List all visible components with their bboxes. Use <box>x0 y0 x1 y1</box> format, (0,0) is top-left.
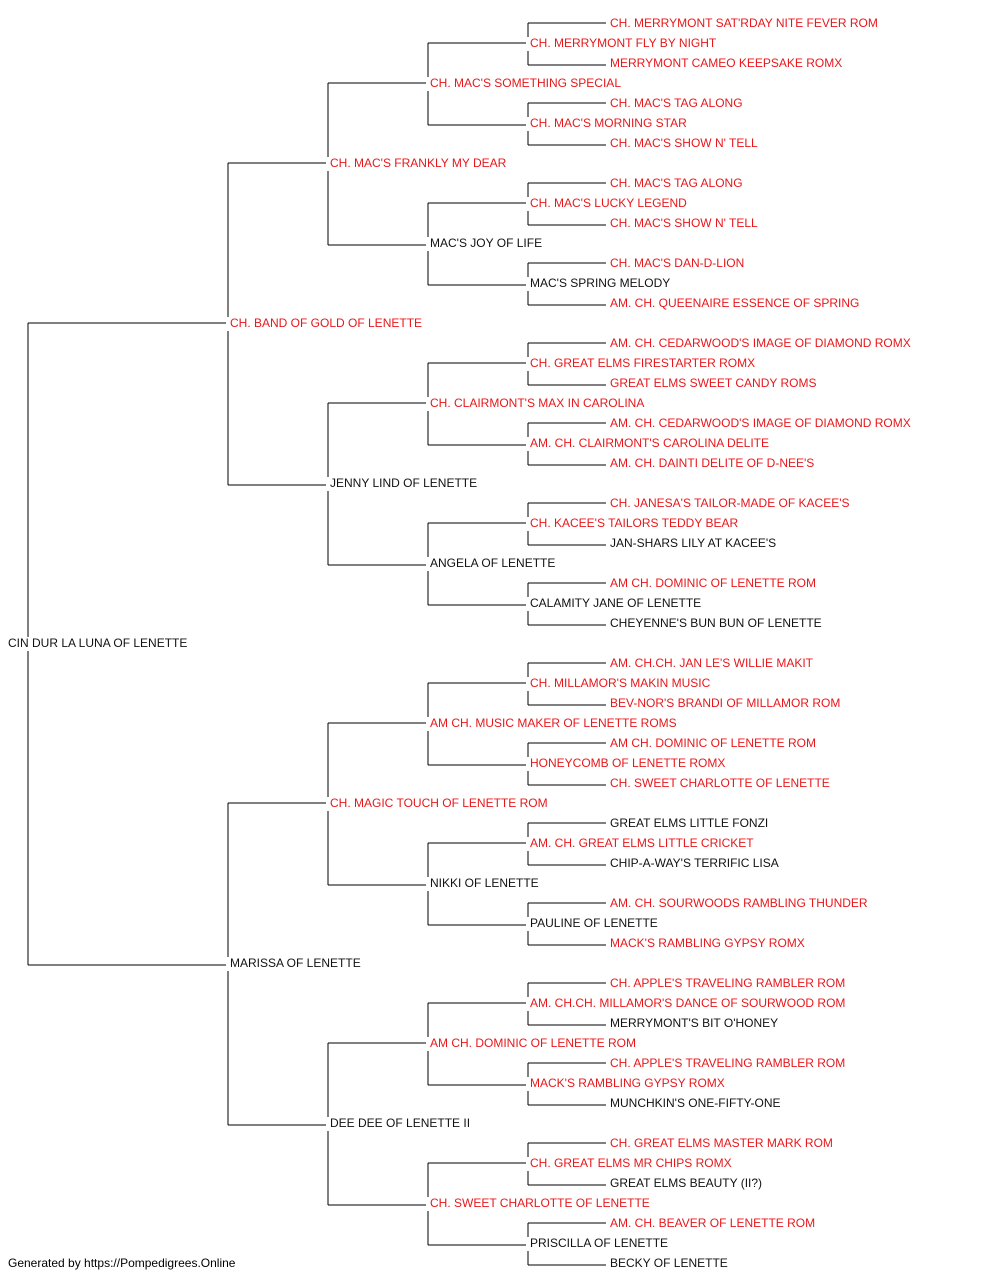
dog-name: JENNY LIND OF LENETTE <box>330 476 477 490</box>
dog-name: NIKKI OF LENETTE <box>430 876 539 890</box>
dog-name: CHEYENNE'S BUN BUN OF LENETTE <box>610 616 822 630</box>
dog-name: JAN-SHARS LILY AT KACEE'S <box>610 536 776 550</box>
dog-name: CH. MAC'S LUCKY LEGEND <box>530 196 687 210</box>
dog-name: DEE DEE OF LENETTE II <box>330 1116 470 1130</box>
dog-name: CH. SWEET CHARLOTTE OF LENETTE <box>610 776 830 790</box>
dog-name: CHIP-A-WAY'S TERRIFIC LISA <box>610 856 779 870</box>
dog-name: CH. MAC'S MORNING STAR <box>530 116 687 130</box>
dog-name: CH. MERRYMONT SAT'RDAY NITE FEVER ROM <box>610 16 878 30</box>
dog-name: AM. CH. GREAT ELMS LITTLE CRICKET <box>530 836 754 850</box>
dog-name: AM CH. MUSIC MAKER OF LENETTE ROMS <box>430 716 677 730</box>
dog-name: MAC'S JOY OF LIFE <box>430 236 542 250</box>
dog-name: HONEYCOMB OF LENETTE ROMX <box>530 756 725 770</box>
dog-name: AM. CH. CLAIRMONT'S CAROLINA DELITE <box>530 436 769 450</box>
dog-name: AM. CH. SOURWOODS RAMBLING THUNDER <box>610 896 868 910</box>
dog-name: MACK'S RAMBLING GYPSY ROMX <box>530 1076 725 1090</box>
dog-name: CH. MAC'S TAG ALONG <box>610 96 743 110</box>
dog-name: AM. CH.CH. MILLAMOR'S DANCE OF SOURWOOD … <box>530 996 845 1010</box>
dog-name: ANGELA OF LENETTE <box>430 556 555 570</box>
dog-name: AM. CH. CEDARWOOD'S IMAGE OF DIAMOND ROM… <box>610 416 911 430</box>
dog-name: AM. CH. CEDARWOOD'S IMAGE OF DIAMOND ROM… <box>610 336 911 350</box>
dog-name: CH. MAC'S FRANKLY MY DEAR <box>330 156 507 170</box>
dog-name: CIN DUR LA LUNA OF LENETTE <box>8 636 187 650</box>
dog-name: CH. MAC'S SHOW N' TELL <box>610 136 758 150</box>
dog-name: AM CH. DOMINIC OF LENETTE ROM <box>610 576 816 590</box>
dog-name: PRISCILLA OF LENETTE <box>530 1236 668 1250</box>
dog-name: CH. MAC'S TAG ALONG <box>610 176 743 190</box>
dog-name: AM. CH. QUEENAIRE ESSENCE OF SPRING <box>610 296 859 310</box>
dog-name: CH. GREAT ELMS MR CHIPS ROMX <box>530 1156 732 1170</box>
dog-name: CH. JANESA'S TAILOR-MADE OF KACEE'S <box>610 496 850 510</box>
dog-name: CH. CLAIRMONT'S MAX IN CAROLINA <box>430 396 644 410</box>
dog-name: CH. APPLE'S TRAVELING RAMBLER ROM <box>610 1056 845 1070</box>
dog-name: CH. SWEET CHARLOTTE OF LENETTE <box>430 1196 650 1210</box>
dog-name: CH. BAND OF GOLD OF LENETTE <box>230 316 422 330</box>
dog-name: CH. MILLAMOR'S MAKIN MUSIC <box>530 676 711 690</box>
dog-name: CH. MAGIC TOUCH OF LENETTE ROM <box>330 796 548 810</box>
dog-name: MARISSA OF LENETTE <box>230 956 361 970</box>
dog-name: MERRYMONT'S BIT O'HONEY <box>610 1016 778 1030</box>
dog-name: MACK'S RAMBLING GYPSY ROMX <box>610 936 805 950</box>
dog-name: PAULINE OF LENETTE <box>530 916 658 930</box>
dog-name: AM CH. DOMINIC OF LENETTE ROM <box>610 736 816 750</box>
dog-name: GREAT ELMS BEAUTY (II?) <box>610 1176 762 1190</box>
dog-name: CH. APPLE'S TRAVELING RAMBLER ROM <box>610 976 845 990</box>
dog-name: BEV-NOR'S BRANDI OF MILLAMOR ROM <box>610 696 840 710</box>
dog-name: CH. GREAT ELMS FIRESTARTER ROMX <box>530 356 755 370</box>
dog-name: AM. CH. BEAVER OF LENETTE ROM <box>610 1216 815 1230</box>
dog-name: CH. MAC'S SHOW N' TELL <box>610 216 758 230</box>
dog-name: MUNCHKIN'S ONE-FIFTY-ONE <box>610 1096 781 1110</box>
dog-name: CALAMITY JANE OF LENETTE <box>530 596 701 610</box>
dog-name: GREAT ELMS LITTLE FONZI <box>610 816 768 830</box>
dog-name: MAC'S SPRING MELODY <box>530 276 670 290</box>
dog-name: AM. CH. DAINTI DELITE OF D-NEE'S <box>610 456 814 470</box>
dog-name: MERRYMONT CAMEO KEEPSAKE ROMX <box>610 56 842 70</box>
dog-name: AM CH. DOMINIC OF LENETTE ROM <box>430 1036 636 1050</box>
dog-name: CH. KACEE'S TAILORS TEDDY BEAR <box>530 516 738 530</box>
dog-name: CH. MAC'S SOMETHING SPECIAL <box>430 76 621 90</box>
dog-name: CH. MAC'S DAN-D-LION <box>610 256 744 270</box>
dog-name: BECKY OF LENETTE <box>610 1256 728 1270</box>
dog-name: CH. MERRYMONT FLY BY NIGHT <box>530 36 717 50</box>
dog-name: AM. CH.CH. JAN LE'S WILLIE MAKIT <box>610 656 814 670</box>
footer-credit: Generated by https://Pompedigrees.Online <box>8 1256 236 1270</box>
dog-name: GREAT ELMS SWEET CANDY ROMS <box>610 376 816 390</box>
dog-name: CH. GREAT ELMS MASTER MARK ROM <box>610 1136 833 1150</box>
